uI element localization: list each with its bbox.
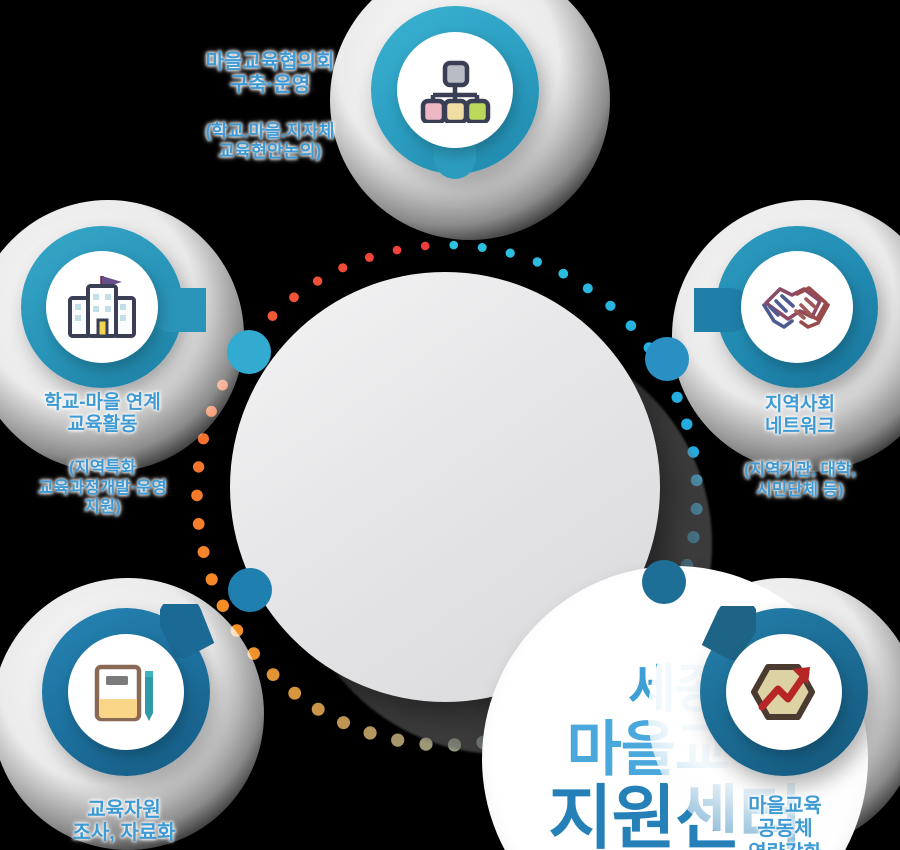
- growth-arrow-icon: [751, 664, 815, 720]
- node-title: 마을교육 공동체 역량강화: [748, 795, 822, 850]
- node-subtitle: (지역특화 교육과정개발·운영 지원): [38, 458, 167, 516]
- orbit-dot: [217, 379, 228, 391]
- node-pin-tail: [160, 604, 215, 658]
- node-title: 지역사회 네트워크: [765, 394, 835, 438]
- node-label: 지역사회 네트워크 (지역기관, 대학, 시민단체 등): [700, 372, 900, 521]
- orbit-dot: [421, 241, 430, 251]
- orbit-dot: [205, 405, 217, 417]
- orbit-dot: [363, 726, 377, 740]
- orbit-dot: [625, 320, 637, 332]
- orbit-dot: [419, 737, 433, 751]
- node-title: 마을교육협의회 구축·운영: [205, 51, 335, 97]
- notebook-pen-icon: [94, 664, 153, 722]
- orbit-dot: [288, 686, 302, 700]
- orbit-dot: [192, 518, 205, 530]
- orbit-dot: [505, 248, 515, 258]
- orbit-dot: [671, 391, 683, 403]
- node-subtitle: (학교.마을.지자체 교육현안논의): [205, 120, 335, 162]
- orbit-dot: [230, 624, 244, 637]
- orbit-dot: [312, 276, 323, 286]
- node-label: 교육자원 조사, 자료화: [24, 776, 224, 850]
- hub-nub-bottom-left: [228, 568, 272, 612]
- orbit-dot: [267, 311, 278, 321]
- orbit-dot: [216, 599, 229, 612]
- orbit-dot: [392, 245, 402, 255]
- orbit-dot: [338, 263, 348, 273]
- orbit-dot: [681, 418, 693, 430]
- node-title: 교육자원 조사, 자료화: [72, 799, 176, 845]
- school-building-icon: [68, 276, 136, 338]
- orbit-dot: [477, 243, 487, 252]
- orbit-dot: [266, 668, 280, 681]
- node-label: 마을교육협의회 구축·운영 (학교.마을.지자체 교육현안논의): [170, 28, 370, 185]
- node-label: 학교-마을 연계 교육활동 (지역특화 교육과정개발·운영 지원): [0, 370, 205, 538]
- hub-nub-top-left: [227, 330, 271, 374]
- orbit-dot: [447, 738, 462, 752]
- hub-nub-top-right: [645, 337, 689, 381]
- orbit-dot: [197, 546, 210, 558]
- node-icon-plate: [397, 32, 513, 148]
- node-icon-plate: [741, 251, 853, 363]
- orbit-dot: [205, 573, 218, 586]
- orbit-dot: [311, 702, 325, 716]
- orbit-dot: [191, 489, 203, 502]
- org-chart-icon: [420, 60, 491, 123]
- orbit-dot: [391, 733, 405, 747]
- handshake-icon: [762, 286, 830, 329]
- node-icon-plate: [68, 634, 184, 750]
- orbit-dot: [605, 300, 616, 311]
- orbit-dot: [449, 240, 459, 250]
- orbit-dot: [687, 446, 700, 458]
- node-icon-plate: [46, 251, 158, 363]
- center-hub-ring: 세종 마을교육 지원센터: [230, 272, 868, 850]
- node-subtitle: (지역기관, 대학, 시민단체 등): [744, 460, 856, 499]
- orbit-dot: [532, 257, 542, 267]
- orbit-dot: [582, 283, 593, 294]
- hub-nub-bottom-right: [642, 560, 686, 604]
- node-icon-plate: [726, 634, 842, 750]
- orbit-dot: [364, 252, 374, 262]
- orbit-dot: [247, 647, 260, 660]
- node-label: 마을교육 공동체 역량강화: [690, 772, 880, 850]
- orbit-dot: [289, 292, 299, 303]
- node-title: 학교-마을 연계 교육활동: [44, 392, 161, 436]
- orbit-dot: [337, 716, 350, 730]
- orbit-dot: [558, 268, 569, 279]
- orbit-dot: [687, 531, 700, 544]
